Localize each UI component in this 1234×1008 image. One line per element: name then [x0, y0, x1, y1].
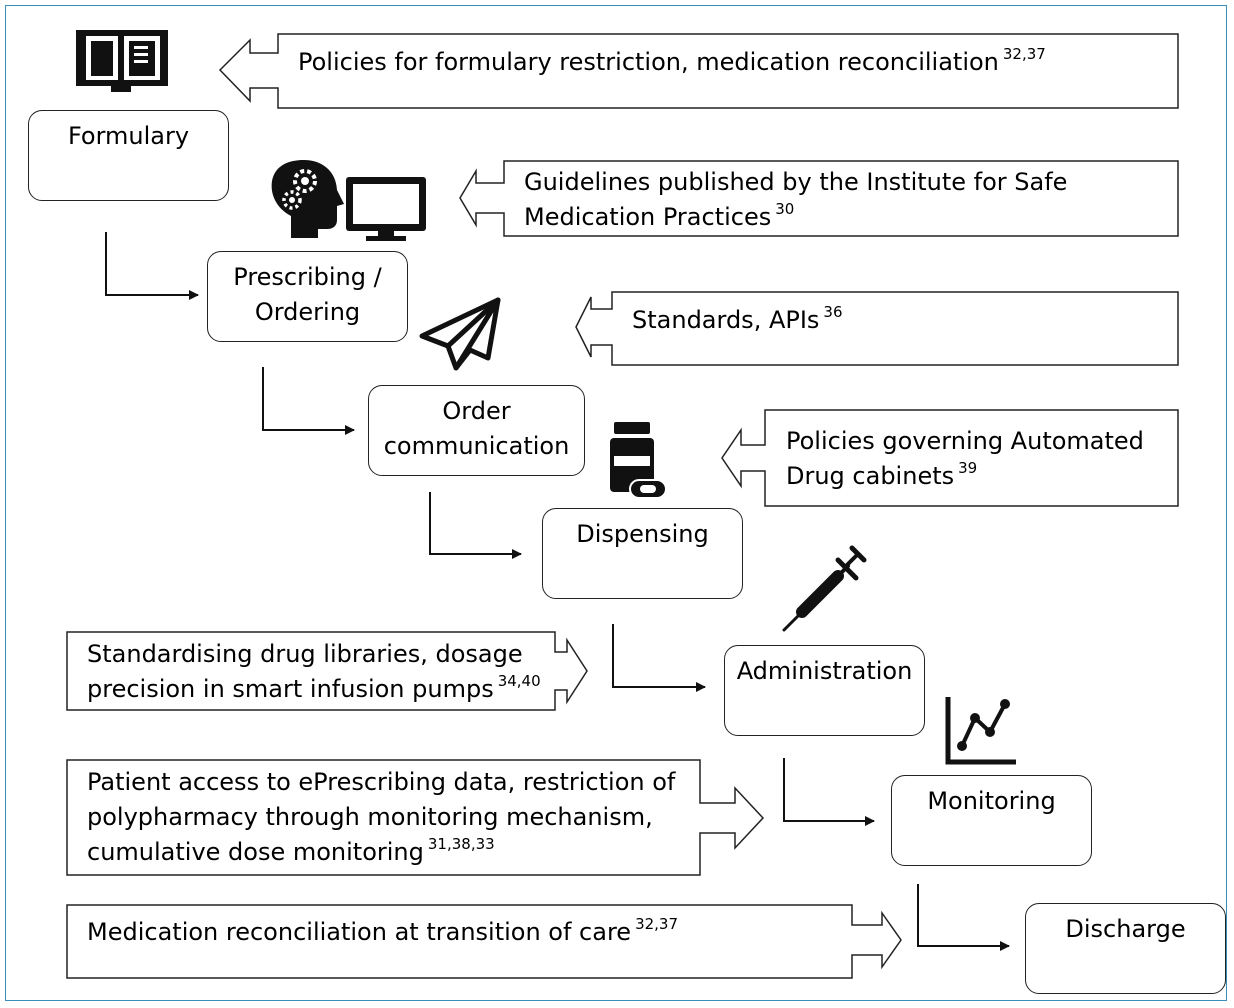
stage-prescribing-ordering: Prescribing / Ordering [207, 251, 408, 342]
note-box-discharge [66, 904, 902, 979]
note-refs: 32,37 [1002, 45, 1046, 63]
stage-formulary: Formulary [28, 110, 229, 201]
note-text-line2: polypharmacy through monitoring mechanis… [87, 803, 653, 831]
note-prescribing: Guidelines published by the Institute fo… [524, 165, 1067, 238]
note-text-line1: Standardising drug libraries, dosage [87, 640, 523, 668]
note-text-line2: Medication Practices [524, 203, 772, 231]
note-refs: 30 [775, 200, 795, 218]
note-text-line1: Guidelines published by the Institute fo… [524, 168, 1068, 196]
syringe-icon [782, 545, 867, 632]
note-text: Medication reconciliation at transition … [87, 918, 632, 946]
note-refs: 32,37 [635, 915, 679, 933]
connector-order-dispensing [429, 492, 522, 559]
note-box-administration [66, 631, 588, 711]
stage-label-line1: Prescribing / [233, 263, 382, 291]
stage-administration: Administration [724, 645, 925, 736]
note-box-dispensing [721, 409, 1179, 507]
stage-label-line2: Ordering [254, 298, 361, 326]
stage-label-line2: communication [383, 432, 570, 460]
stage-label: Monitoring [927, 787, 1056, 815]
note-text: Standards, APIs [632, 306, 820, 334]
stage-label-line1: Order [442, 397, 511, 425]
stage-label: Discharge [1065, 915, 1186, 943]
note-text-line3: cumulative dose monitoring [87, 838, 424, 866]
note-refs: 34,40 [497, 672, 541, 690]
note-formulary: Policies for formulary restriction, medi… [298, 45, 1046, 83]
stage-label: Formulary [67, 122, 190, 150]
note-box-monitoring [66, 759, 765, 876]
connector-monitoring-discharge [917, 884, 1010, 951]
stage-dispensing: Dispensing [542, 508, 743, 599]
note-box-formulary [218, 33, 1179, 109]
note-administration: Standardising drug libraries, dosage pre… [87, 637, 541, 710]
stage-order-communication: Order communication [368, 385, 585, 476]
note-box-order [575, 291, 1179, 366]
note-text-line1: Policies governing Automated [786, 427, 1144, 455]
stage-label: Dispensing [576, 520, 709, 548]
note-text-line2: precision in smart infusion pumps [87, 675, 494, 703]
note-refs: 31,38,33 [427, 835, 495, 853]
figure-frame [5, 5, 1227, 1001]
stage-monitoring: Monitoring [891, 775, 1092, 866]
pill-bottle-icon [610, 422, 667, 499]
note-text-line2: Drug cabinets [786, 462, 955, 490]
monitor-icon [346, 177, 426, 241]
brain-gears-icon [271, 160, 344, 238]
note-dispensing: Policies governing Automated Drug cabine… [786, 424, 1144, 497]
note-discharge: Medication reconciliation at transition … [87, 915, 678, 953]
connector-administration-monitoring [783, 758, 875, 826]
line-chart-icon [945, 697, 1016, 765]
note-refs: 39 [958, 459, 978, 477]
connector-dispensing-administration [612, 624, 706, 692]
note-monitoring: Patient access to ePrescribing data, res… [87, 765, 679, 873]
stage-label: Administration [736, 657, 913, 685]
note-text: Policies for formulary restriction, medi… [298, 48, 999, 76]
note-box-prescribing [459, 160, 1179, 237]
book-icon [76, 30, 168, 92]
paper-plane-icon [419, 297, 501, 371]
connector-formulary-prescribing [105, 232, 199, 300]
note-refs: 36 [823, 303, 843, 321]
stage-discharge: Discharge [1025, 903, 1226, 994]
note-text-line1: Patient access to ePrescribing data, res… [87, 768, 676, 796]
connector-prescribing-order [262, 367, 355, 435]
